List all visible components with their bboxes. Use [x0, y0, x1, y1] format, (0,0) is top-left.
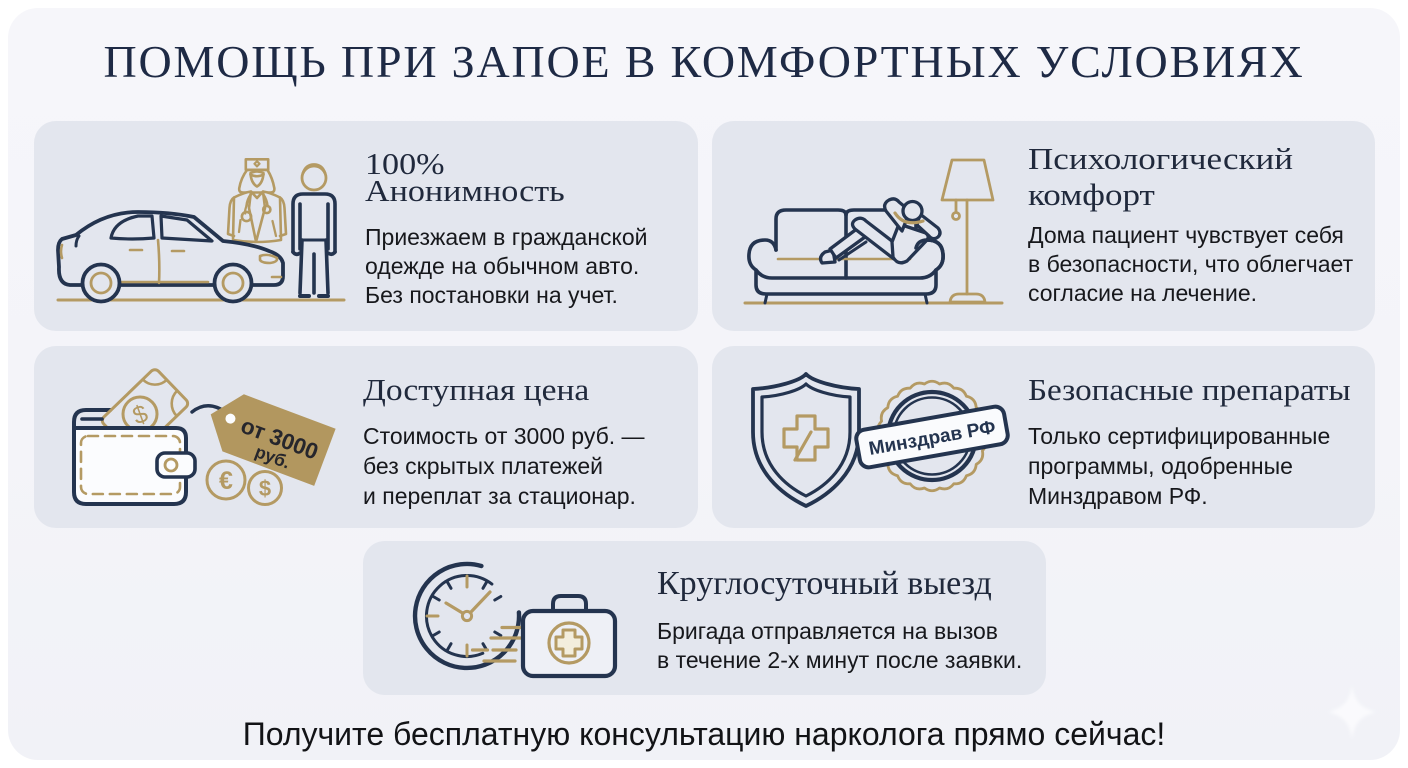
- svg-text:€: €: [219, 467, 233, 495]
- svg-text:$: $: [259, 476, 271, 501]
- svg-text:$: $: [129, 399, 152, 430]
